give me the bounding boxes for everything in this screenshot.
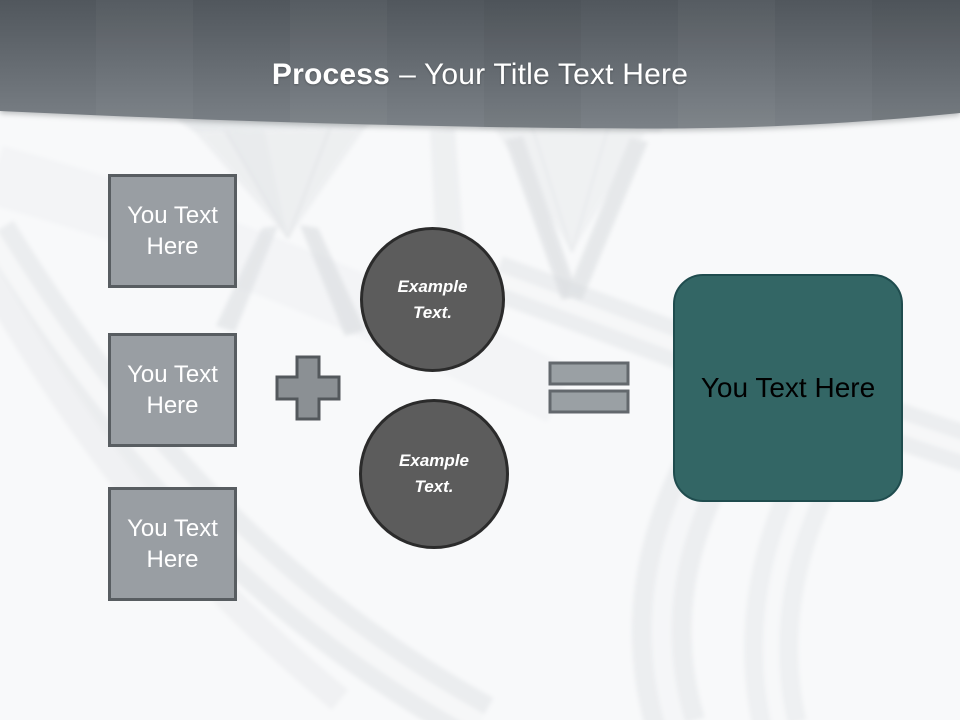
header-band [0, 0, 960, 129]
title-emphasis: Process [271, 58, 391, 91]
title-subtitle: – Your Title Text Here [399, 58, 689, 91]
example-circle-2-label: Example Text. [399, 451, 469, 496]
input-box-1[interactable]: You Text Here [108, 174, 237, 288]
equals-icon[interactable] [546, 358, 632, 418]
input-box-3-label: You Text Here [127, 515, 218, 573]
input-box-2[interactable]: You Text Here [108, 333, 237, 447]
example-circle-2[interactable]: Example Text. [359, 399, 509, 549]
input-box-1-label: You Text Here [127, 202, 218, 260]
slide-title[interactable]: Process – Your Title Text Here [0, 38, 960, 112]
plus-icon[interactable] [270, 350, 346, 426]
example-circle-1-label: Example Text. [397, 276, 468, 322]
input-box-3[interactable]: You Text Here [108, 487, 237, 601]
input-box-2-label: You Text Here [127, 361, 218, 419]
result-box-label: You Text Here [700, 372, 876, 403]
example-circle-1[interactable]: Example Text. [360, 227, 505, 372]
result-box[interactable]: You Text Here [673, 274, 903, 502]
diamond-left-icon [175, 112, 470, 336]
